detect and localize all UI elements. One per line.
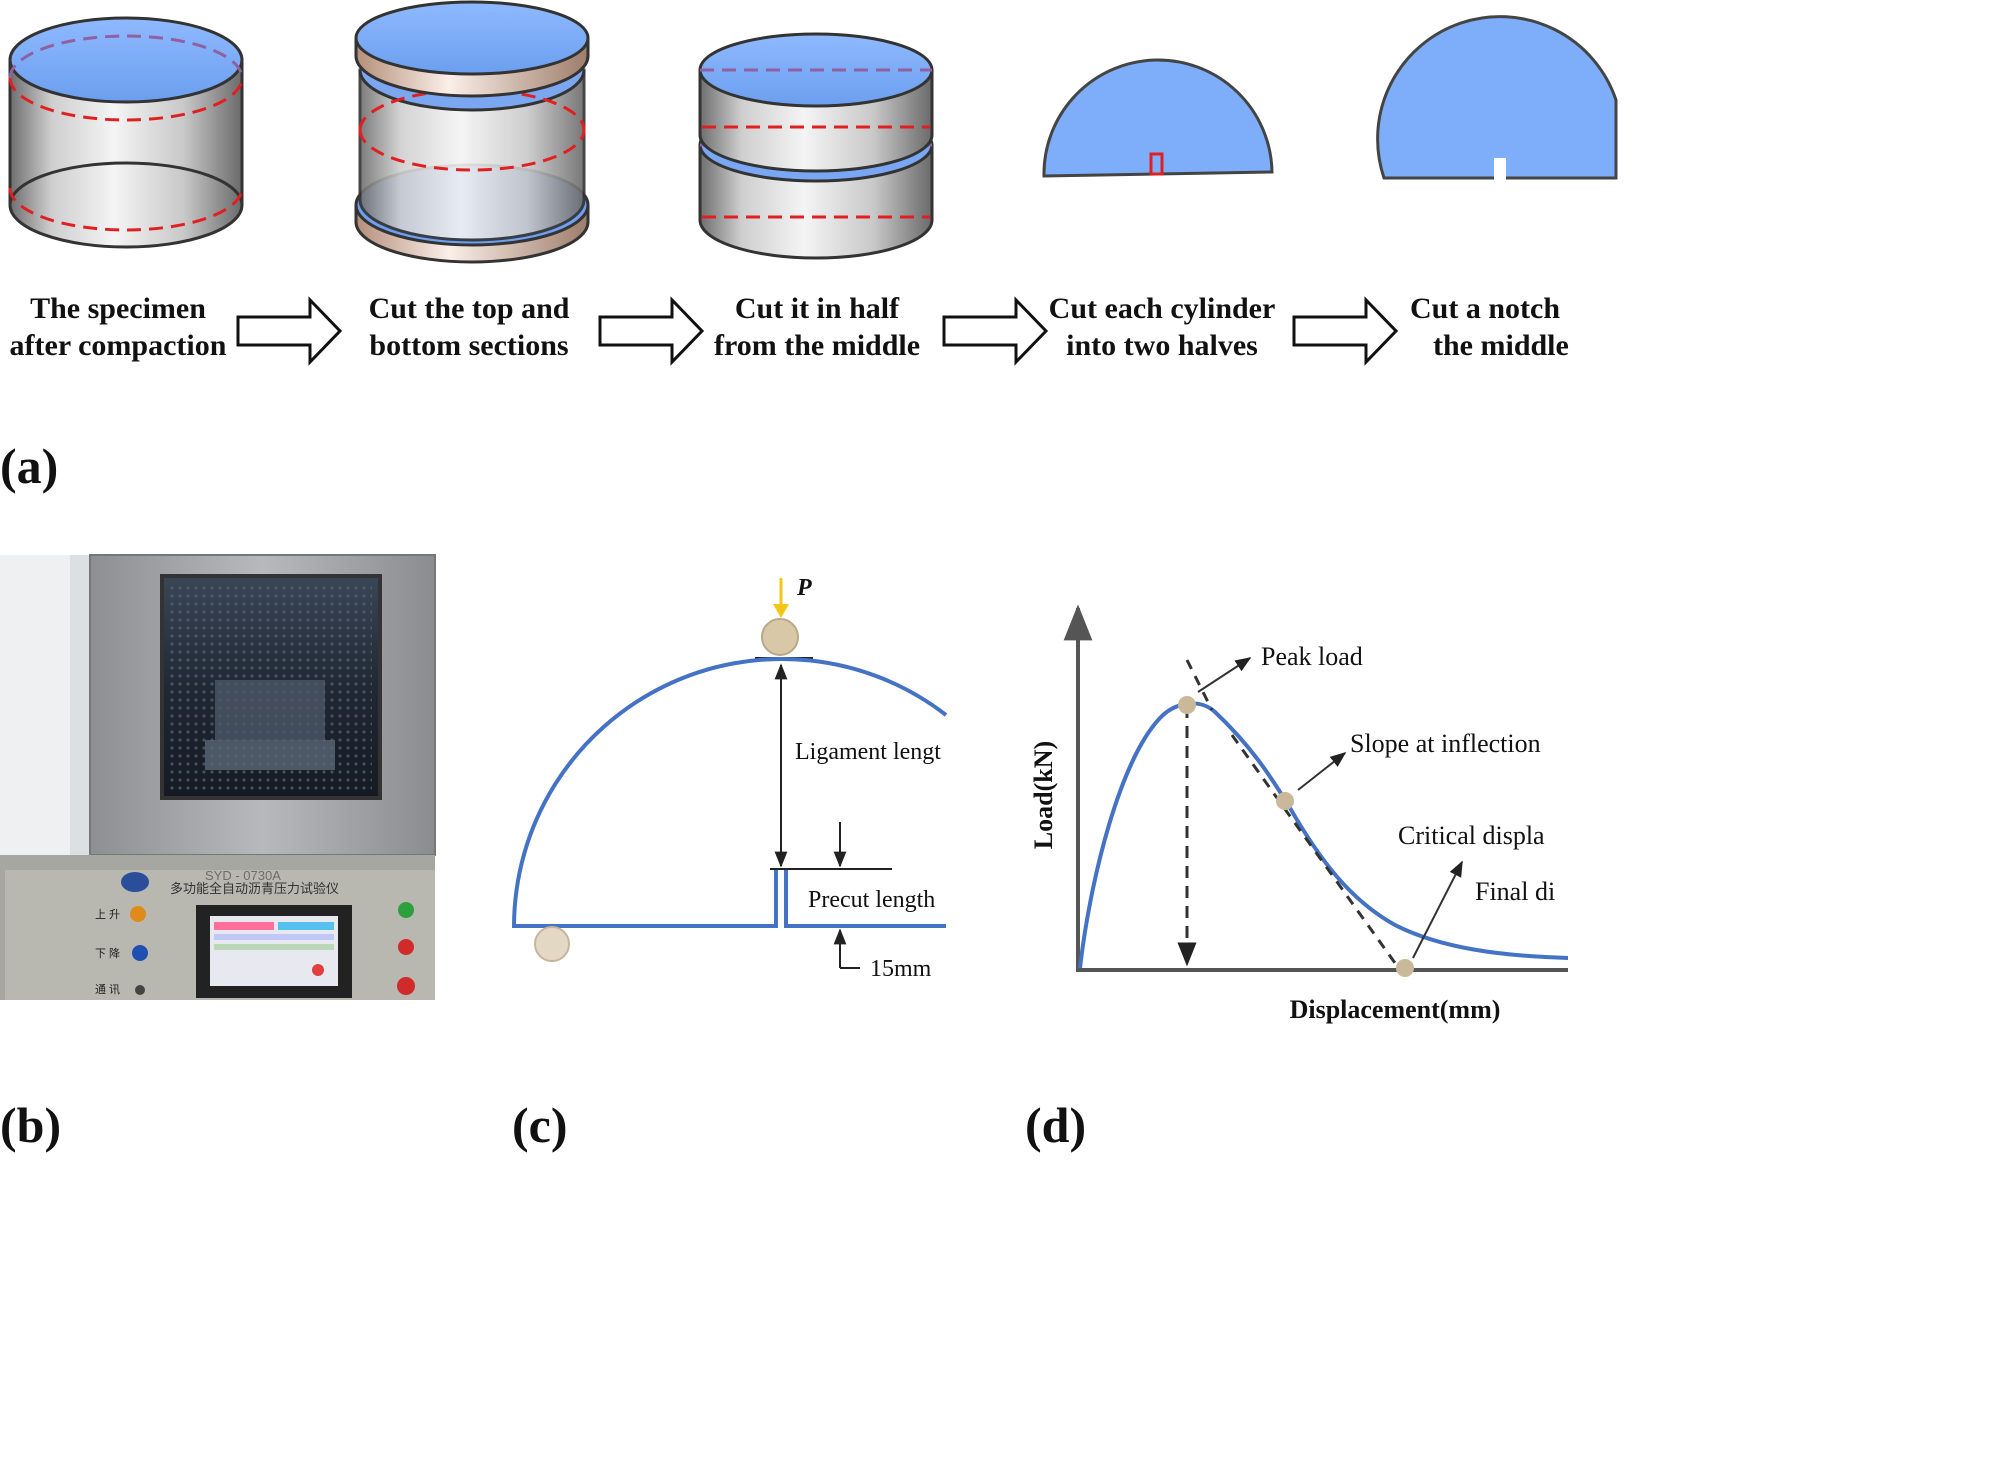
panel-a-label: (a) <box>0 438 58 494</box>
emergency-button <box>397 977 415 995</box>
machine-model: SYD - 0730A <box>205 868 281 883</box>
load-displacement-curve <box>1078 701 1569 969</box>
step-2-line2: bottom sections <box>369 329 568 362</box>
panel-b-label: (b) <box>0 1097 61 1153</box>
step-5-line1: Cut a notch <box>1410 292 1560 325</box>
notch-depth-label: 15mm <box>870 956 932 982</box>
step-3-line2: from the middle <box>714 329 920 362</box>
flow-arrow-icon <box>236 296 343 366</box>
precut-label: Precut length <box>808 887 935 913</box>
machine-name: 多功能全自动沥青压力试验仪 <box>170 881 339 896</box>
final-displacement-label: Final di <box>1475 877 1555 906</box>
halved-cylinders <box>698 32 934 260</box>
step-3-line1: Cut it in half <box>735 292 900 325</box>
panel-a: The specimen after compaction Cut the to… <box>0 0 1618 494</box>
scb-specimen-outline <box>511 656 948 928</box>
stop-button <box>398 939 414 955</box>
brand-logo <box>121 872 149 892</box>
step-4-line1: Cut each cylinder <box>1049 292 1276 325</box>
button-up-label: 上 升 <box>95 908 120 921</box>
inflection-point <box>1276 792 1294 810</box>
panel-b-photo: SYD - 0730A 多功能全自动沥青压力试验仪 上 升 下 降 通 讯 (b… <box>0 554 436 1153</box>
y-axis-label: Load(kN) <box>1029 741 1058 849</box>
panel-c-label: (c) <box>512 1097 568 1153</box>
step-5-line2: the middle <box>1433 329 1569 362</box>
button-comm-label: 通 讯 <box>95 983 120 996</box>
flow-arrow-icon <box>942 296 1049 366</box>
loading-roller <box>761 618 799 656</box>
slope-label: Slope at inflection <box>1350 729 1541 758</box>
specimen-cylinder <box>8 16 244 249</box>
flow-arrow-icon <box>598 296 705 366</box>
load-symbol: P <box>796 575 812 601</box>
step-2-line1: Cut the top and <box>369 292 570 325</box>
panel-d-label: (d) <box>1025 1097 1086 1153</box>
peak-load-label: Peak load <box>1261 642 1363 671</box>
button-down-label: 下 降 <box>95 946 120 960</box>
panel-c: P Ligament lengt Precut length 15mm (c) <box>511 575 948 1153</box>
step-1-line2: after compaction <box>10 329 227 362</box>
flow-arrow-icon <box>1292 296 1399 366</box>
trimmed-cylinder <box>354 0 590 264</box>
support-roller <box>534 926 570 962</box>
up-button <box>130 906 146 922</box>
x-axis-label: Displacement(mm) <box>1290 995 1501 1024</box>
peak-point <box>1178 696 1196 714</box>
panel-d: Load(kN) Displacement(mm) Peak load Slop… <box>1025 604 1569 1153</box>
critical-point <box>1396 959 1414 977</box>
ligament-label: Ligament lengt <box>795 739 941 765</box>
step-4-line2: into two halves <box>1066 329 1258 362</box>
inflection-tangent <box>1230 734 1402 971</box>
critical-displacement-label: Critical displa <box>1398 821 1545 850</box>
step-1-line1: The specimen <box>30 292 206 325</box>
start-button <box>398 902 414 918</box>
comm-port <box>135 985 145 995</box>
down-button <box>132 945 148 961</box>
notched-semicircle <box>1376 15 1618 180</box>
semicircle-specimen <box>1042 58 1274 178</box>
